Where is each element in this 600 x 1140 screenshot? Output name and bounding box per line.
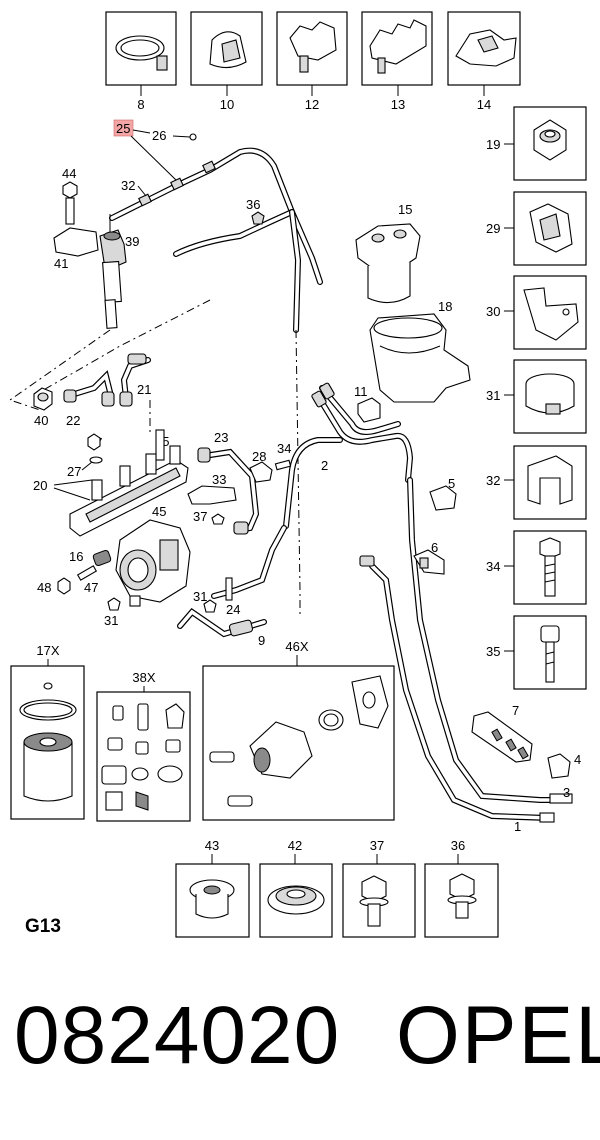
callout-38x: 38X xyxy=(132,670,155,685)
fuel-pump-45[interactable] xyxy=(115,519,191,607)
fuel-rail-20[interactable] xyxy=(69,445,189,537)
callout-1: 1 xyxy=(514,819,521,834)
callout-25: 25 xyxy=(116,121,130,136)
callout-4: 4 xyxy=(574,752,581,767)
fitting-40[interactable] xyxy=(33,387,53,411)
part-box-36-bolt[interactable] xyxy=(424,863,499,938)
filter-kit-17x[interactable] xyxy=(10,665,85,820)
callout-37: 37 xyxy=(193,509,207,524)
callout-35-right: 35 xyxy=(486,644,500,659)
callout-40: 40 xyxy=(34,413,48,428)
callout-18: 18 xyxy=(438,299,452,314)
clip-6[interactable] xyxy=(413,549,445,575)
clip-11[interactable] xyxy=(357,397,381,423)
callout-29: 29 xyxy=(486,221,500,236)
callout-24: 24 xyxy=(226,602,240,617)
callout-20: 20 xyxy=(33,478,47,493)
callout-6: 6 xyxy=(431,540,438,555)
callout-17x: 17X xyxy=(36,643,59,658)
callout-36-top: 36 xyxy=(246,197,260,212)
part-box-19[interactable] xyxy=(513,106,587,181)
callout-28: 28 xyxy=(252,449,266,464)
callout-36-bottom: 36 xyxy=(451,838,465,853)
clip-4[interactable] xyxy=(547,753,571,779)
clip-7[interactable] xyxy=(471,711,533,763)
callout-21: 21 xyxy=(137,382,151,397)
part-box-42[interactable] xyxy=(259,863,333,938)
pressure-valve-kit-46x[interactable] xyxy=(202,665,395,821)
callout-14: 14 xyxy=(477,97,491,112)
callout-3: 3 xyxy=(563,785,570,800)
callout-9: 9 xyxy=(258,633,265,648)
filter-head-15[interactable] xyxy=(355,223,421,304)
clip-5[interactable] xyxy=(429,485,457,511)
callout-7: 7 xyxy=(512,703,519,718)
callout-10: 10 xyxy=(220,97,234,112)
callout-32-rail: 32 xyxy=(121,178,135,193)
callout-15: 15 xyxy=(398,202,412,217)
callout-47: 47 xyxy=(84,580,98,595)
callout-42: 42 xyxy=(288,838,302,853)
diagram-code: G13 xyxy=(25,916,61,937)
callout-46x: 46X xyxy=(285,639,308,654)
callout-34-right: 34 xyxy=(486,559,500,574)
callout-22: 22 xyxy=(66,413,80,428)
callout-37-bottom: 37 xyxy=(370,838,384,853)
callout-31-pump: 31 xyxy=(104,613,118,628)
callout-16: 16 xyxy=(69,549,83,564)
callout-44: 44 xyxy=(62,166,76,181)
callout-41: 41 xyxy=(54,256,68,271)
callout-5: 5 xyxy=(448,476,455,491)
bracket-33[interactable] xyxy=(187,485,237,505)
part-box-29[interactable] xyxy=(513,191,587,266)
part-box-37-bolt[interactable] xyxy=(342,863,416,938)
part-box-35-bolt[interactable] xyxy=(513,615,587,690)
callout-31-pipe: 31 xyxy=(193,589,207,604)
injector-39[interactable] xyxy=(99,229,127,329)
part-box-43[interactable] xyxy=(175,863,250,938)
callout-39: 39 xyxy=(125,234,139,249)
callout-2: 2 xyxy=(321,458,328,473)
callout-43: 43 xyxy=(205,838,219,853)
callout-45: 45 xyxy=(152,504,166,519)
seal-kit-38x[interactable] xyxy=(96,691,191,822)
part-box-32-bracket[interactable] xyxy=(513,445,587,520)
part-box-31-clamp[interactable] xyxy=(513,359,587,434)
part-box-34-bolt[interactable] xyxy=(513,530,587,605)
callout-19: 19 xyxy=(486,137,500,152)
callout-13: 13 xyxy=(391,97,405,112)
part-box-14[interactable] xyxy=(447,11,521,86)
callout-26: 26 xyxy=(152,128,166,143)
filter-bracket-18[interactable] xyxy=(369,313,471,403)
part-box-30[interactable] xyxy=(513,275,587,350)
clip-28[interactable] xyxy=(249,461,273,483)
callout-27: 27 xyxy=(67,464,81,479)
part-number: 0824020 xyxy=(14,990,341,1081)
brand-name: OPEL xyxy=(396,990,600,1081)
callout-8: 8 xyxy=(137,97,144,112)
callout-33: 33 xyxy=(212,472,226,487)
callout-34: 34 xyxy=(277,441,291,456)
part-box-8[interactable] xyxy=(105,11,177,86)
callout-12: 12 xyxy=(305,97,319,112)
callout-23: 23 xyxy=(214,430,228,445)
callout-11: 11 xyxy=(354,384,368,399)
part-box-13[interactable] xyxy=(361,11,433,86)
callout-31-right: 31 xyxy=(486,388,500,403)
callout-30: 30 xyxy=(486,304,500,319)
callout-48: 48 xyxy=(37,580,51,595)
callout-32-right: 32 xyxy=(486,473,500,488)
callout-25-highlight xyxy=(113,119,134,137)
part-box-12[interactable] xyxy=(276,11,348,86)
part-box-10[interactable] xyxy=(190,11,263,86)
